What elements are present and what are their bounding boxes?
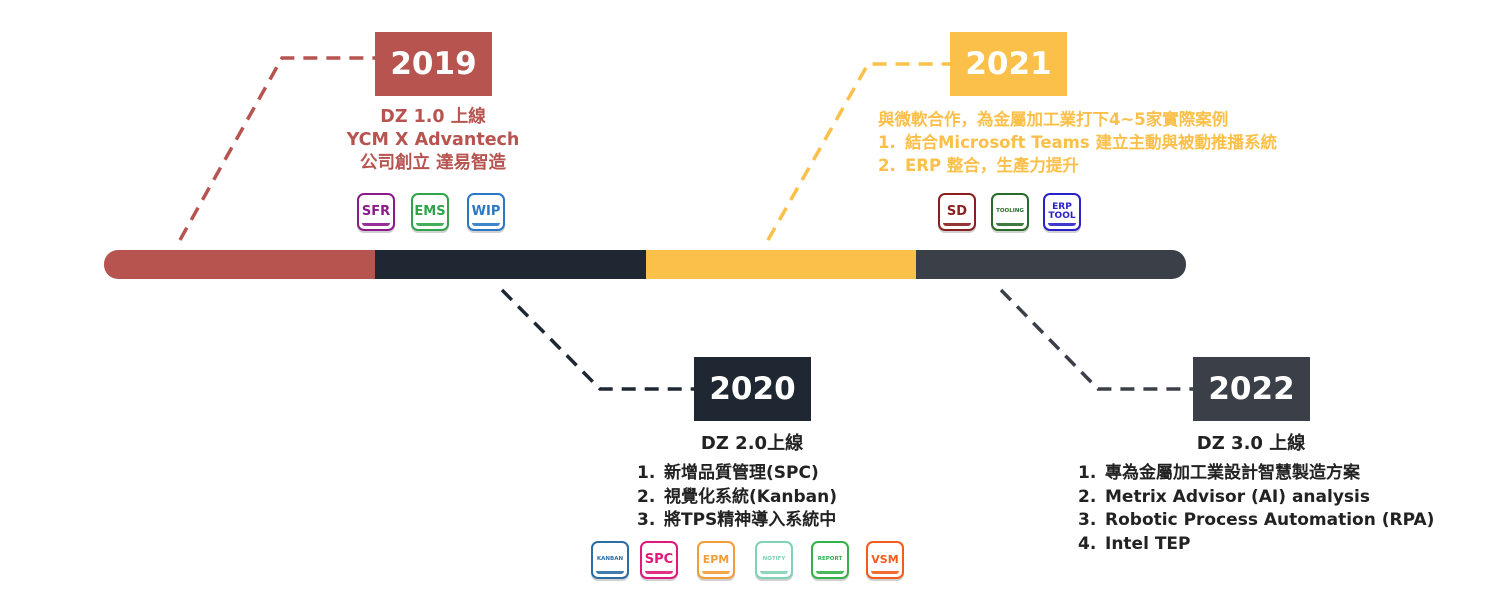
epm-module-icon: EPM — [697, 541, 735, 579]
milestone-2022-item: 2.Metrix Advisor (AI) analysis — [1078, 486, 1370, 507]
milestone-2019-line: YCM X Advantech — [346, 130, 520, 150]
milestone-2022-item: 1.專為金屬加工業設計智慧製造方案 — [1078, 463, 1360, 483]
timeline-segment-2022 — [916, 250, 1186, 279]
timeline-segment-2019 — [104, 250, 375, 279]
milestone-2021-intro: 與微軟合作，為金屬加工業打下4~5家實際案例 — [878, 110, 1229, 129]
milestone-2019-line: 公司創立 達易智造 — [359, 153, 507, 173]
milestone-2020-item-text: 將TPS精神導入系統中 — [664, 510, 837, 530]
kanban-module-icon: KANBAN — [591, 541, 629, 579]
milestone-2021-item: 1.結合Microsoft Teams 建立主動與被動推播系統 — [878, 133, 1277, 152]
report-module-icon: REPORT — [811, 541, 849, 579]
connector-2021 — [766, 62, 950, 241]
milestone-2022-item-text: Robotic Process Automation (RPA) — [1105, 510, 1435, 530]
milestone-2021-item: 2.ERP 整合，生產力提升 — [878, 156, 1079, 175]
milestone-2022-item: 4.Intel TEP — [1078, 533, 1191, 554]
connector-2019 — [178, 56, 375, 241]
year-box-2020: 2020 — [694, 357, 811, 421]
year-box-2021: 2021 — [950, 32, 1067, 96]
milestone-2022-item-text: Intel TEP — [1105, 533, 1191, 554]
milestone-2020-item: 2.視覺化系統(Kanban) — [637, 486, 838, 507]
milestone-2022-list: 1.專為金屬加工業設計智慧製造方案 2.Metrix Advisor (AI) … — [1078, 462, 1434, 556]
timeline-segment-2021 — [646, 250, 916, 279]
milestone-2020-item: 1.新增品質管理(SPC) — [637, 463, 819, 483]
year-box-2022: 2022 — [1193, 357, 1310, 421]
milestone-2022-item: 3.Robotic Process Automation (RPA) — [1078, 510, 1435, 530]
milestone-2022-item-text: Metrix Advisor (AI) analysis — [1105, 486, 1370, 507]
connector-2020 — [500, 288, 694, 391]
milestone-2020-item: 3.將TPS精神導入系統中 — [637, 510, 837, 530]
year-box-2019: 2019 — [375, 32, 492, 96]
milestone-2020-item-text: 視覺化系統(Kanban) — [664, 486, 838, 507]
notify-module-icon: NOTIFY — [755, 541, 793, 579]
milestone-2019-line: DZ 1.0 上線 — [380, 107, 486, 127]
timeline-segment-2020 — [375, 250, 646, 279]
milestone-2022-title: DZ 3.0 上線 — [1196, 433, 1306, 454]
milestone-2021-item-text: ERP 整合，生產力提升 — [905, 156, 1079, 175]
tooling-module-icon: TOOLING — [991, 193, 1029, 231]
milestone-2020-list: 1.新增品質管理(SPC) 2.視覺化系統(Kanban) 3.將TPS精神導入… — [637, 462, 837, 533]
milestone-2020-title: DZ 2.0上線 — [700, 433, 804, 454]
milestone-2022-item-text: 專為金屬加工業設計智慧製造方案 — [1105, 463, 1360, 483]
connector-2022 — [999, 288, 1193, 391]
milestone-2020-item-text: 新增品質管理(SPC) — [664, 463, 819, 483]
vsm-module-icon: VSM — [866, 541, 904, 579]
erp-tool-module-icon: ERP TOOL — [1043, 193, 1081, 231]
sfr-module-icon: SFR — [357, 193, 395, 231]
spc-module-icon: SPC — [640, 541, 678, 579]
wip-module-icon: WIP — [467, 193, 505, 231]
ems-module-icon: EMS — [411, 193, 449, 231]
milestone-2021-text: 與微軟合作，為金屬加工業打下4~5家實際案例 1.結合Microsoft Tea… — [878, 108, 1277, 177]
milestone-2019-text: DZ 1.0 上線 YCM X Advantech 公司創立 達易智造 — [0, 106, 866, 175]
sd-module-icon: SD — [938, 193, 976, 231]
milestone-2021-item-text: 結合Microsoft Teams 建立主動與被動推播系統 — [905, 133, 1277, 152]
